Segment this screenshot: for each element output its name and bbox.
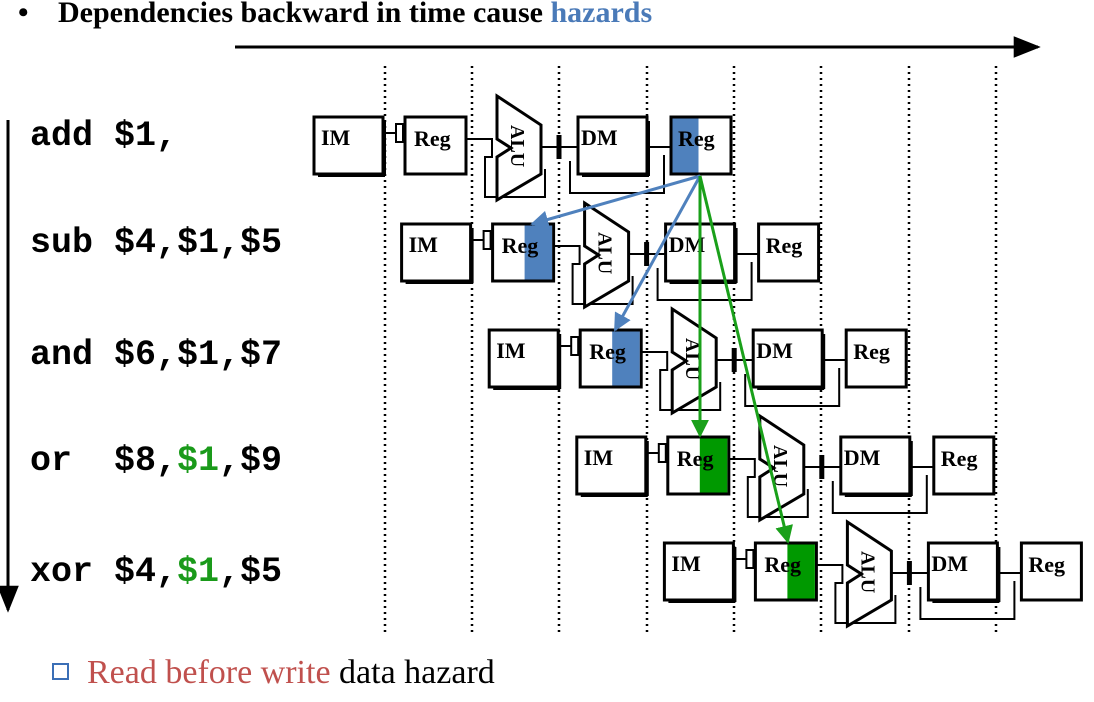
dm-bypass-wire-5 — [919, 581, 1016, 620]
hazard-arrow-blue-1 — [530, 174, 701, 229]
instruction-4-part-1: or $8, — [30, 441, 178, 481]
reg-alu-wire-4 — [728, 458, 809, 518]
im-box-5 — [662, 541, 735, 602]
dm-bypass-wire-4 — [831, 475, 928, 514]
pipeline-row-4: IM Reg ALU DM Reg — [575, 413, 996, 523]
square-bullet-icon — [52, 662, 69, 680]
instruction-1: add $1, — [30, 116, 177, 156]
reg-write-box-5 — [1019, 541, 1083, 602]
headline-text: Dependencies backward in time cause — [58, 0, 551, 29]
im-label-4: IM — [584, 445, 614, 470]
alu-label-4: ALU — [769, 445, 791, 487]
reg-read-label-5: Reg — [764, 552, 801, 577]
dm-bypass-wire-3 — [744, 368, 841, 407]
im-box-1 — [312, 115, 385, 176]
reg-read-shade-5 — [787, 544, 815, 599]
alu-shape-1 — [495, 93, 543, 203]
reg-read-label-2: Reg — [502, 233, 539, 258]
alu-shape-5 — [845, 519, 893, 629]
dm-label-3: DM — [756, 338, 793, 363]
im-label-1: IM — [321, 125, 351, 150]
reg-write-box-2 — [757, 222, 821, 283]
instruction-5-part-1: xor $4, — [30, 552, 178, 592]
reg-alu-wire-2 — [553, 245, 634, 305]
reg-read-label-1: Reg — [414, 126, 451, 151]
dm-bypass-wire-1 — [569, 155, 665, 194]
reg-read-shade-4 — [699, 438, 728, 493]
dm-box-1 — [576, 115, 649, 176]
im-box-4 — [575, 435, 648, 496]
bullet-dot: • — [18, 0, 29, 29]
reg-read-box-1 — [403, 115, 468, 176]
im-reg-latch-2 — [482, 230, 492, 250]
alu-label-3: ALU — [681, 338, 703, 380]
reg-write-label-1: Reg — [678, 126, 715, 151]
im-reg-latch-4 — [657, 443, 667, 463]
instruction-3: and $6,$1,$7 — [30, 335, 282, 375]
pipeline-row-1: IM Reg ALU DM Reg — [312, 93, 733, 203]
alu-shape-4 — [758, 413, 806, 523]
dm-label-4: DM — [844, 445, 881, 470]
dm-box-4 — [839, 435, 912, 496]
dm-label-5: DM — [931, 551, 968, 576]
reg-read-label-3: Reg — [589, 339, 626, 364]
im-reg-latch-3 — [570, 336, 580, 356]
hazard-arrow-blue-2 — [613, 175, 702, 332]
reg-alu-wire-3 — [641, 351, 722, 411]
dm-box-3 — [751, 328, 824, 389]
alu-label-2: ALU — [594, 232, 616, 274]
instruction-1-part-1: add $1, — [30, 116, 178, 156]
im-box-3 — [487, 328, 560, 389]
im-label-2: IM — [409, 232, 439, 257]
reg-write-box-4 — [932, 435, 996, 496]
im-reg-latch-1 — [395, 123, 404, 143]
reg-alu-wire-5 — [816, 564, 897, 624]
alu-label-5: ALU — [856, 551, 878, 593]
reg-alu-wire-1 — [466, 138, 546, 198]
reg-write-label-2: Reg — [766, 233, 803, 258]
reg-write-label-3: Reg — [853, 339, 890, 364]
reg-write-box-3 — [844, 328, 908, 389]
pipeline-row-5: IM Reg ALU DM Reg — [662, 519, 1083, 629]
im-label-3: IM — [496, 338, 526, 363]
headline: • Dependencies backward in time cause haz… — [18, 0, 652, 30]
im-label-5: IM — [671, 551, 701, 576]
reg-read-label-4: Reg — [677, 446, 714, 471]
instruction-4-part-2: $1 — [177, 441, 220, 481]
dm-bypass-wire-2 — [656, 262, 753, 301]
reg-read-shade-3 — [612, 331, 640, 386]
footer-note: Read before write data hazard — [52, 654, 495, 692]
instruction-3-part-1: and $6,$1,$7 — [30, 335, 283, 375]
footer-text: data hazard — [330, 654, 495, 691]
dm-box-5 — [926, 541, 999, 602]
instruction-5-part-3: ,$5 — [219, 552, 283, 592]
reg-write-label-4: Reg — [941, 446, 978, 471]
instruction-4-part-3: ,$9 — [219, 441, 283, 481]
headline-highlight: hazards — [550, 0, 653, 29]
instruction-2: sub $4,$1,$5 — [30, 223, 282, 263]
reg-write-shade-1 — [672, 118, 699, 173]
alu-shape-3 — [670, 306, 718, 416]
alu-shape-2 — [583, 200, 631, 310]
im-box-2 — [400, 222, 473, 283]
alu-label-1: ALU — [506, 125, 528, 167]
pipeline-row-3: IM Reg ALU DM Reg — [487, 306, 908, 416]
reg-read-shade-2 — [524, 225, 553, 280]
reg-write-label-5: Reg — [1028, 552, 1065, 577]
hazard-arrows — [530, 174, 793, 544]
dm-label-1: DM — [581, 125, 618, 150]
instruction-5: xor $4,$1,$5 — [30, 552, 282, 592]
footer-red-text: Read before write — [87, 654, 331, 691]
instruction-2-part-1: sub $4,$1,$5 — [30, 223, 283, 263]
instruction-5-part-2: $1 — [177, 552, 220, 592]
im-reg-latch-5 — [745, 549, 755, 569]
instruction-4: or $8,$1,$9 — [30, 441, 282, 481]
hazard-arrow-green-2 — [698, 175, 793, 544]
